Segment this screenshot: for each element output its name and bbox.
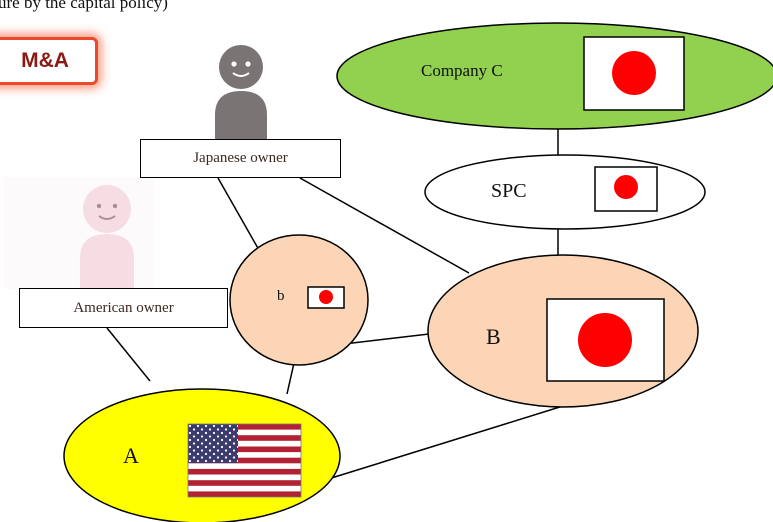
spc-japan-flag-icon: [594, 166, 658, 212]
small-b-japan-flag-icon: [307, 286, 345, 309]
line-japanese-owner-to-b: [299, 177, 470, 274]
line-a-to-b: [324, 405, 564, 481]
american-owner-person-icon: [4, 177, 154, 289]
a-label: A: [123, 443, 139, 468]
company-c-label: Company C: [421, 61, 503, 80]
company-c-node: [336, 22, 773, 130]
line-japanese-owner-to-small-b: [217, 177, 260, 251]
company-c-japan-flag-icon: [583, 36, 685, 111]
line-small-b-to-a: [286, 362, 295, 395]
japanese-owner-person-icon: [215, 45, 267, 139]
small-b-node: [229, 234, 369, 366]
spc-node: [424, 154, 706, 230]
small-b-label: b: [277, 288, 285, 304]
connector-lines: [106, 128, 564, 481]
diagram-caption: ure by the capital policy): [0, 0, 168, 12]
b-japan-flag-icon: [546, 298, 665, 382]
a-us-flag-icon: [187, 423, 302, 498]
line-american-owner-to-a: [106, 327, 151, 382]
line-small-b-to-b: [343, 333, 430, 345]
japanese-owner-label: Japanese owner: [140, 139, 341, 178]
b-label: B: [486, 324, 501, 349]
american-owner-label: American owner: [19, 288, 228, 328]
m-and-a-badge: M&A: [0, 37, 98, 85]
spc-label: SPC: [491, 180, 527, 202]
